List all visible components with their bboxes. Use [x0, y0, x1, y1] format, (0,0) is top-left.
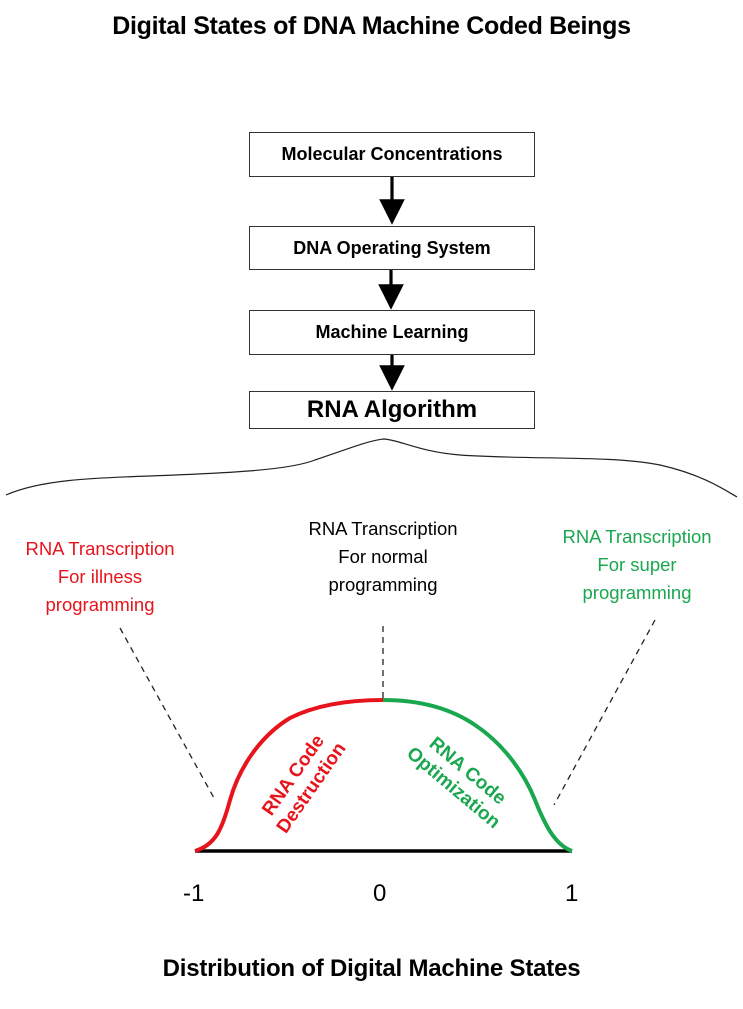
flow-box-label: Molecular Concentrations — [281, 144, 503, 164]
curve-right-optimization — [382, 698, 573, 853]
flow-box-label: Machine Learning — [315, 322, 469, 342]
label-line: For illness — [57, 566, 143, 587]
diagram-title: Digital States of DNA Machine Coded Bein… — [112, 12, 631, 40]
flow-box-label: DNA Operating System — [293, 237, 491, 258]
label-line: For normal — [338, 546, 428, 567]
transcription-illness-label: RNA Transcription For illness programmin… — [0, 535, 200, 619]
leader-illness — [119, 627, 215, 799]
transcription-normal-label: RNA Transcription For normal programming — [283, 515, 483, 599]
brace — [5, 438, 738, 498]
leader-super — [553, 619, 656, 806]
label-line: programming — [45, 594, 155, 615]
flow-box-molecular-concentrations: Molecular Concentrations — [249, 132, 535, 177]
flow-box-label: RNA Algorithm — [306, 396, 478, 423]
curve-left-destruction — [194, 698, 384, 853]
axis-tick-label: 0 — [373, 880, 387, 907]
distribution-title: Distribution of Digital Machine States — [162, 955, 581, 982]
axis-tick-label: 1 — [565, 880, 579, 907]
flow-box-rna-algorithm: RNA Algorithm — [249, 391, 535, 429]
flow-box-machine-learning: Machine Learning — [249, 310, 535, 355]
label-line: programming — [328, 574, 438, 595]
flow-box-dna-operating-system: DNA Operating System — [249, 226, 535, 270]
label-line: RNA Transcription — [562, 526, 712, 547]
label-line: RNA Transcription — [25, 538, 175, 559]
transcription-super-label: RNA Transcription For super programming — [531, 523, 743, 607]
label-line: programming — [582, 582, 692, 603]
axis-tick-label: -1 — [183, 880, 205, 907]
label-line: RNA Transcription — [308, 518, 458, 539]
label-line: For super — [597, 554, 677, 575]
